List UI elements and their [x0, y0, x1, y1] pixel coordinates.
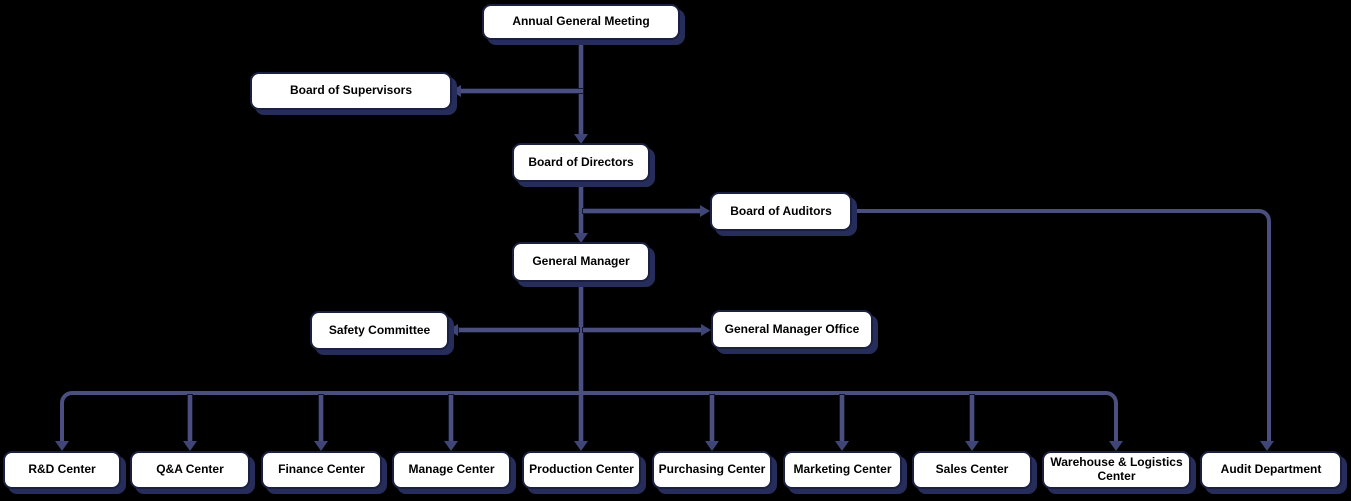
node-warehouse-logistics-center: Warehouse & Logistics Center [1042, 451, 1191, 489]
arrowhead-into-gmo [701, 324, 711, 336]
arrowhead-into-supervisors [451, 85, 461, 97]
node-production-center: Production Center [522, 451, 641, 489]
arrowhead-into-finance [314, 441, 328, 451]
node-board-of-directors: Board of Directors [512, 143, 650, 182]
connector-agm-directors-trunk [579, 40, 583, 136]
node-finance-center: Finance Center [261, 451, 382, 489]
node-sales-center: Sales Center [912, 451, 1032, 489]
arrowhead-into-rnd [55, 441, 69, 451]
connector-departments-bus [60, 391, 1118, 445]
arrowhead-into-auditors [700, 205, 710, 217]
arrowhead-into-gm [574, 233, 588, 243]
node-general-manager: General Manager [512, 242, 650, 282]
connector-drop-sales [970, 395, 974, 443]
arrowhead-into-qa [183, 441, 197, 451]
connector-gm-bus-trunk [579, 284, 583, 443]
connector-gm-safety-branch [459, 328, 579, 332]
arrowhead-into-warehouse [1109, 441, 1123, 451]
arrowhead-into-production [574, 441, 588, 451]
arrowhead-into-sales [965, 441, 979, 451]
connector-gm-gmo-branch [583, 328, 703, 332]
node-purchasing-center: Purchasing Center [652, 451, 772, 489]
connector-drop-qa [188, 395, 192, 443]
arrowhead-into-purchasing [705, 441, 719, 451]
arrowhead-into-directors [574, 134, 588, 144]
node-annual-general-meeting: Annual General Meeting [482, 4, 680, 40]
node-marketing-center: Marketing Center [783, 451, 902, 489]
node-safety-committee: Safety Committee [310, 311, 449, 350]
node-qa-center: Q&A Center [130, 451, 250, 489]
node-audit-department: Audit Department [1200, 451, 1342, 489]
connector-agm-supervisors-branch [461, 89, 583, 93]
connector-directors-auditors-branch [583, 209, 702, 213]
connector-drop-purchasing [710, 395, 714, 443]
connector-auditors-audit [852, 209, 1271, 445]
arrowhead-into-marketing [835, 441, 849, 451]
arrowhead-into-audit [1260, 441, 1274, 451]
node-board-of-auditors: Board of Auditors [710, 192, 852, 231]
node-board-of-supervisors: Board of Supervisors [250, 72, 452, 110]
connector-drop-finance [319, 395, 323, 443]
arrowhead-into-manage [444, 441, 458, 451]
connector-directors-gm-trunk [579, 184, 583, 234]
connector-drop-marketing [840, 395, 844, 443]
connector-drop-manage [449, 395, 453, 443]
arrowhead-into-safety [448, 324, 458, 336]
node-general-manager-office: General Manager Office [711, 310, 873, 349]
node-rnd-center: R&D Center [3, 451, 121, 489]
node-manage-center: Manage Center [392, 451, 511, 489]
